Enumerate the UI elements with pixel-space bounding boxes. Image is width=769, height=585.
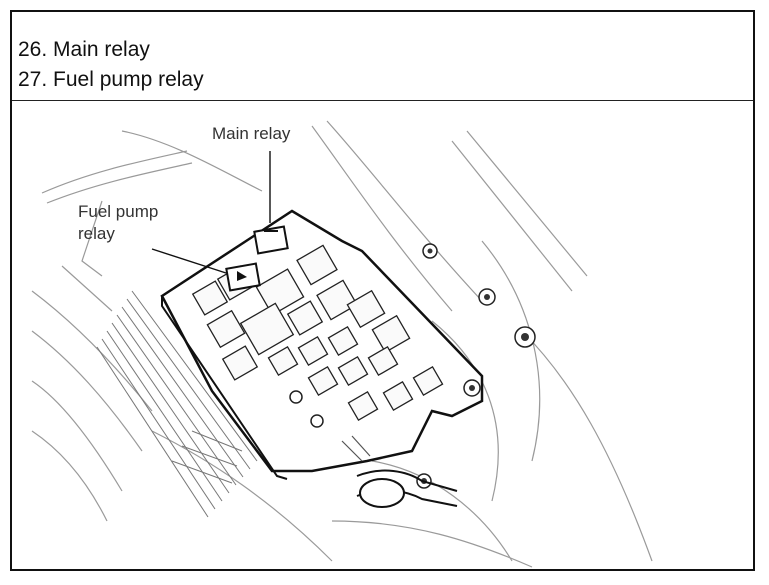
relay-block — [286, 300, 324, 336]
relay-block — [316, 279, 358, 321]
body-panel-line — [326, 120, 483, 302]
caption-line-fuel-pump-relay: 27. Fuel pump relay — [18, 68, 204, 91]
body-panel-line — [151, 430, 333, 562]
body-panel-line — [451, 140, 573, 292]
wire-harness-line — [101, 338, 216, 510]
fuse-block — [382, 380, 414, 412]
body-panel-line — [81, 200, 103, 277]
wire-harness-line — [126, 298, 251, 470]
relay-location-diagram: Main relay Fuel pump relay — [12, 101, 753, 569]
fuel-pump-relay — [225, 262, 261, 292]
body-panel-line — [61, 265, 113, 312]
fuse-block — [267, 345, 299, 377]
body-panel-line — [481, 240, 541, 462]
caption-box: 26. Main relay 27. Fuel pump relay — [12, 12, 753, 101]
relay-block — [255, 268, 305, 316]
relay-block — [191, 280, 229, 316]
battery-terminal — [359, 478, 405, 508]
main-relay — [253, 225, 289, 255]
body-panel-line — [31, 430, 108, 522]
caption-line-main-relay: 26. Main relay — [18, 38, 150, 61]
body-panel-line — [371, 460, 513, 562]
fuel-pump-relay-leader-line — [151, 248, 227, 274]
body-panel-line — [46, 162, 193, 204]
fuse-block — [367, 345, 399, 377]
bracket-line — [341, 435, 371, 462]
wire-harness-line — [181, 445, 238, 467]
relay-block — [371, 314, 411, 354]
callout-fuel-pump-relay-line1: Fuel pump — [78, 202, 159, 221]
bolt — [289, 390, 303, 404]
wire-harness-line — [131, 290, 258, 462]
bolt — [310, 414, 324, 428]
callout-fuel-pump-relay: Fuel pump relay — [78, 201, 158, 245]
body-panel-line — [31, 330, 143, 452]
body-panel-line — [466, 130, 588, 277]
body-panel-line — [121, 130, 263, 192]
body-panel-line — [521, 330, 653, 562]
fuse-block — [337, 355, 369, 387]
engine-bay-illustration — [31, 120, 653, 568]
fuse-block — [297, 335, 329, 367]
wire-harness-line — [171, 460, 233, 484]
body-panel-line — [41, 150, 188, 194]
fuse-block — [327, 325, 359, 357]
relay-box-edge — [161, 296, 288, 480]
wire-harness-line — [121, 306, 244, 478]
relay-block — [206, 309, 246, 349]
wire-harness-line — [191, 430, 243, 452]
fuse-block — [412, 365, 444, 397]
relay-block — [346, 289, 386, 329]
relay-block — [296, 244, 338, 286]
body-panel-line — [431, 320, 499, 502]
wire-harness-line — [111, 322, 230, 494]
body-panel-line — [311, 125, 453, 312]
relay-block — [221, 345, 259, 381]
body-panel-line — [31, 380, 123, 492]
callout-fuel-pump-relay-line2: relay — [78, 224, 115, 243]
fuse-block — [307, 365, 339, 397]
relay-block — [239, 302, 295, 356]
wire-harness-line — [116, 314, 237, 486]
figure-frame: 26. Main relay 27. Fuel pump relay — [10, 10, 755, 571]
battery-cable — [356, 469, 458, 492]
wire-harness-line — [96, 346, 209, 518]
callout-main-relay: Main relay — [212, 124, 291, 143]
fuse-block — [347, 390, 379, 422]
body-panel-line — [331, 520, 533, 568]
